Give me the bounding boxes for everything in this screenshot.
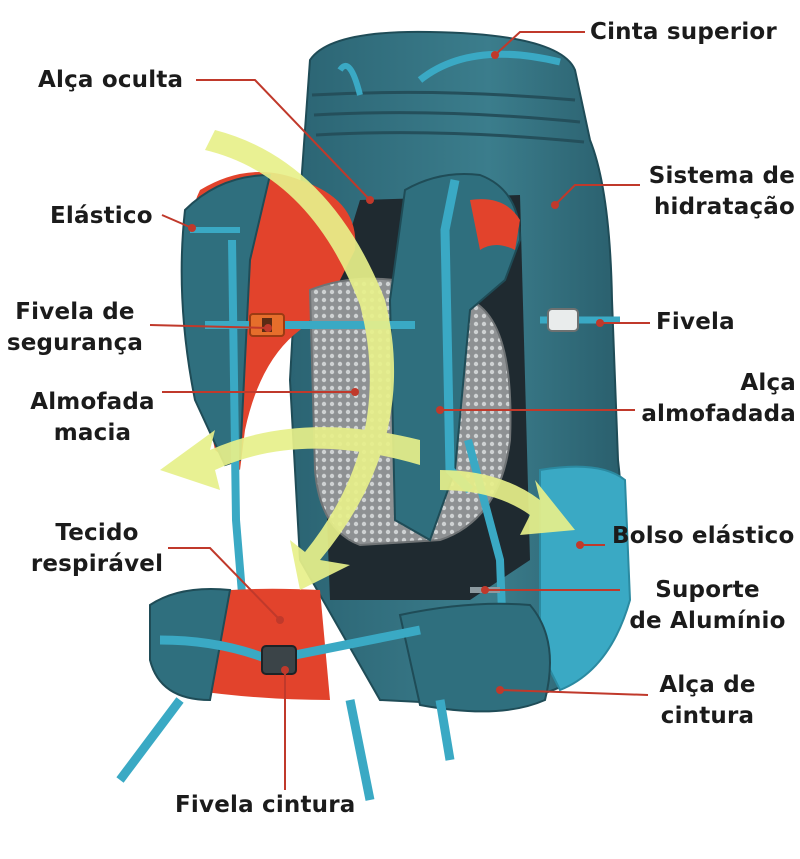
airflow-arrows	[160, 130, 575, 590]
label-aluminum-support: Suporte de Alumínio	[629, 577, 786, 634]
waist-belt-right	[398, 602, 551, 713]
leader-dots	[188, 51, 604, 694]
leader-lines	[149, 31, 650, 790]
label-soft-pad: Almofada macia	[30, 389, 155, 446]
label-safety-buckle: Fivela de segurança	[6, 299, 144, 356]
label-buckle: Fivela	[656, 309, 735, 335]
top-lid	[311, 90, 585, 144]
label-hidden-strap: Alça oculta	[38, 67, 184, 93]
label-padded-strap: Alça almofadada	[641, 370, 796, 427]
elastic-side-pocket	[539, 465, 632, 692]
label-waist-buckle: Fivela cintura	[175, 792, 356, 818]
label-top-strap: Cinta superior	[590, 19, 777, 45]
label-waist-strap: Alça de cintura	[659, 672, 756, 729]
label-elastic-pocket: Bolso elástico	[612, 523, 795, 549]
label-elastic: Elástico	[50, 203, 153, 229]
label-breathable-fabric: Tecido respirável	[30, 520, 164, 577]
side-buckle	[540, 308, 620, 332]
label-hydration-system: Sistema de hidratação	[648, 163, 795, 220]
top-strap	[417, 50, 561, 83]
waist-buckle-assembly	[116, 625, 455, 801]
right-shoulder-strap	[388, 173, 522, 542]
